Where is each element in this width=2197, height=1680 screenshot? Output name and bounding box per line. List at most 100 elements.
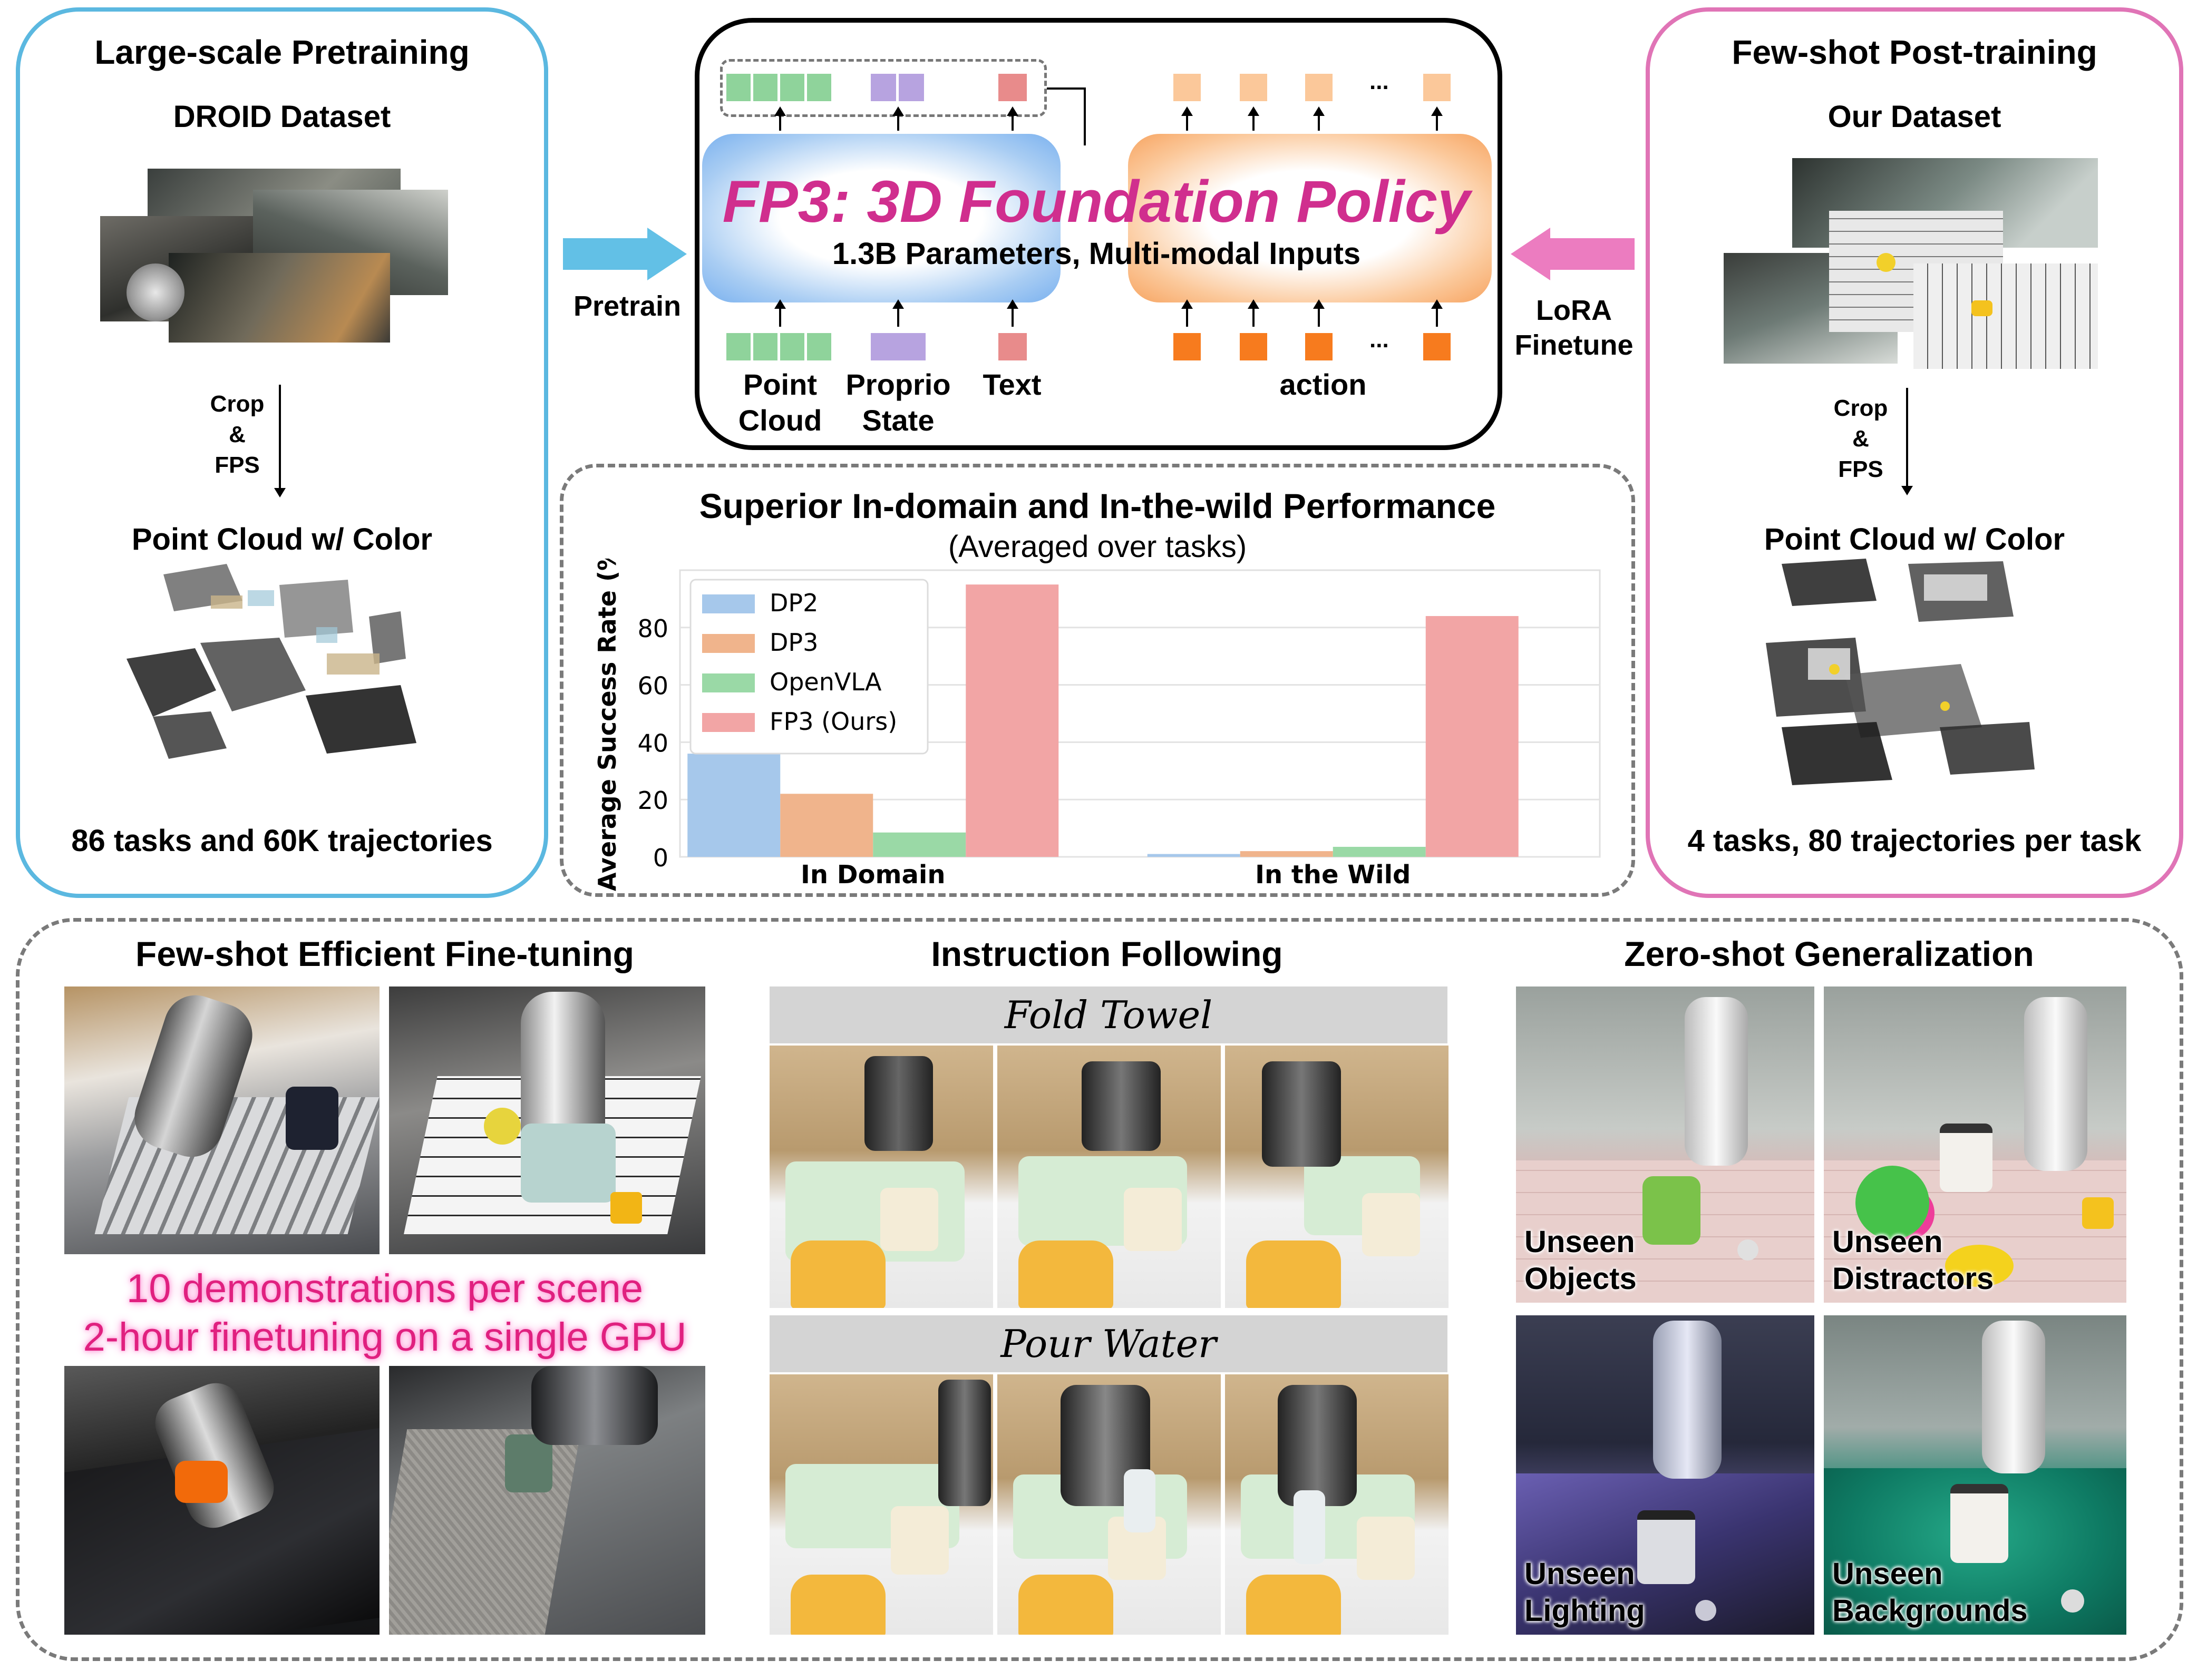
- y-axis-label: Average Success Rate (%: [593, 559, 621, 891]
- arrow-up: [1431, 299, 1443, 327]
- fewshot-photo-cup-black-table: [64, 1366, 380, 1635]
- fp3-model-title: FP3: 3D Foundation Policy: [722, 169, 1471, 235]
- our-dataset-collage: [1724, 153, 2103, 374]
- legend-box: [689, 579, 929, 755]
- vlm-backbone-block: [702, 134, 1061, 302]
- fold-towel-frame-1: [770, 1046, 993, 1308]
- unseen-lighting-photo: [1516, 1315, 1814, 1635]
- ampersand-word: &: [229, 422, 246, 447]
- action-input-token: [1240, 333, 1267, 360]
- y-tick-label: 20: [637, 786, 668, 815]
- fps-word: FPS: [1838, 456, 1883, 482]
- pretrain-arrow-icon: [563, 228, 687, 280]
- pretraining-panel: [16, 7, 548, 898]
- y-tick-label: 60: [637, 672, 668, 700]
- arrow-up: [1431, 106, 1443, 131]
- bar-fp3-ours--0: [966, 584, 1059, 857]
- x-tick-label: In the Wild: [1255, 860, 1411, 890]
- action-output-token: [1173, 74, 1201, 101]
- y-tick-label: 40: [637, 729, 668, 757]
- crop-word: Crop: [210, 391, 265, 417]
- arrow-up: [1007, 106, 1018, 131]
- arrow-up: [1181, 299, 1193, 327]
- posttraining-panel: [1646, 7, 2183, 898]
- caption-line: Objects: [1524, 1262, 1637, 1296]
- unseen-backgrounds-photo: [1824, 1315, 2126, 1635]
- legend-swatch: [702, 673, 755, 692]
- arrow-up: [774, 106, 786, 131]
- zeroshot-title: Zero-shot Generalization: [1624, 934, 2034, 973]
- action-label: action: [1279, 368, 1367, 401]
- arrow-up: [892, 299, 904, 327]
- fewshot-demo-line: 10 demonstrations per scene: [126, 1266, 644, 1311]
- fewshot-photo-cup-metal-table: [389, 1366, 705, 1635]
- unseen-objects-caption: Unseen Objects: [1524, 1224, 1637, 1297]
- proprio-state-label: Proprio State: [840, 367, 956, 438]
- bar-dp3-1: [1240, 851, 1333, 857]
- ampersand-word: &: [1852, 426, 1869, 452]
- text-label: Text: [983, 368, 1042, 401]
- fp3-model-subtitle: 1.3B Parameters, Multi-modal Inputs: [832, 237, 1361, 271]
- lora-finetune-label: LoRA Finetune: [1505, 293, 1642, 363]
- x-tick-label: In Domain: [801, 860, 946, 890]
- action-output-token: [1305, 74, 1333, 101]
- y-tick-label: 80: [637, 614, 668, 643]
- posttraining-title: Few-shot Post-training: [1732, 33, 2097, 71]
- point-cloud-label-line: Cloud: [738, 404, 822, 437]
- arrow-up: [1181, 106, 1193, 131]
- right-crop-fps-label: Crop & FPS: [1824, 393, 1898, 485]
- lora-label-line: LoRA: [1536, 295, 1612, 326]
- fp3-model-panel: [695, 18, 1502, 450]
- action-output-token: [1423, 74, 1451, 101]
- point-cloud-input-tokens: [726, 333, 834, 360]
- point-cloud-output-tokens: [726, 74, 834, 101]
- fold-towel-frame-2: [997, 1046, 1221, 1308]
- fewshot-photo-towel: [389, 986, 705, 1254]
- droid-dataset-collage: [95, 158, 453, 348]
- proprio-label-line: Proprio: [845, 368, 951, 401]
- fold-towel-banner: Fold Towel: [770, 986, 1447, 1043]
- caption-line: Unseen: [1832, 1557, 1943, 1591]
- caption-line: Backgrounds: [1832, 1594, 2028, 1628]
- fps-word: FPS: [215, 452, 260, 478]
- action-input-token: [1423, 333, 1451, 360]
- unseen-lighting-caption: Unseen Lighting: [1524, 1556, 1645, 1629]
- fewshot-title: Few-shot Efficient Fine-tuning: [135, 934, 634, 973]
- left-summary: 86 tasks and 60K trajectories: [71, 824, 493, 858]
- arrow-up: [1248, 299, 1259, 327]
- legend-swatch: [702, 634, 755, 653]
- output-token-group: [720, 59, 1047, 117]
- pour-water-frame-2: [997, 1374, 1221, 1635]
- right-summary: 4 tasks, 80 trajectories per task: [1687, 824, 2142, 858]
- performance-chart-panel: [560, 464, 1635, 897]
- proprio-output-tokens: [871, 74, 926, 101]
- fewshot-gpu-line: 2-hour finetuning on a single GPU: [83, 1315, 687, 1360]
- pretraining-title: Large-scale Pretraining: [94, 33, 470, 71]
- unseen-distractors-caption: Unseen Distractors: [1832, 1224, 1994, 1297]
- bar-openvla-1: [1333, 846, 1426, 857]
- caption-line: Lighting: [1524, 1594, 1645, 1628]
- connector-horizontal: [1047, 87, 1086, 90]
- pour-water-frame-3: [1225, 1374, 1449, 1635]
- pretrain-label: Pretrain: [573, 290, 682, 322]
- unseen-distractors-photo: [1824, 986, 2126, 1303]
- fewshot-photo-tape: [64, 986, 380, 1254]
- droid-pointcloud-image: [127, 564, 416, 759]
- action-output-token: [1240, 74, 1267, 101]
- unseen-objects-photo: [1516, 986, 1814, 1303]
- left-down-arrow: [274, 385, 286, 497]
- crop-word: Crop: [1833, 395, 1888, 421]
- arrow-up: [774, 299, 786, 327]
- arrow-up: [892, 106, 904, 131]
- arrow-up: [1007, 299, 1018, 327]
- point-cloud-label: Point Cloud: [727, 367, 833, 438]
- chart-title: Superior In-domain and In-the-wild Perfo…: [699, 486, 1496, 525]
- left-pointcloud-title: Point Cloud w/ Color: [131, 522, 433, 556]
- output-ellipsis: ...: [1369, 69, 1389, 94]
- arrow-up: [1313, 106, 1325, 131]
- legend-swatch: [702, 594, 755, 613]
- legend-label: DP2: [770, 589, 818, 617]
- right-pointcloud-title: Point Cloud w/ Color: [1764, 522, 2065, 556]
- pour-water-frame-1: [770, 1374, 993, 1635]
